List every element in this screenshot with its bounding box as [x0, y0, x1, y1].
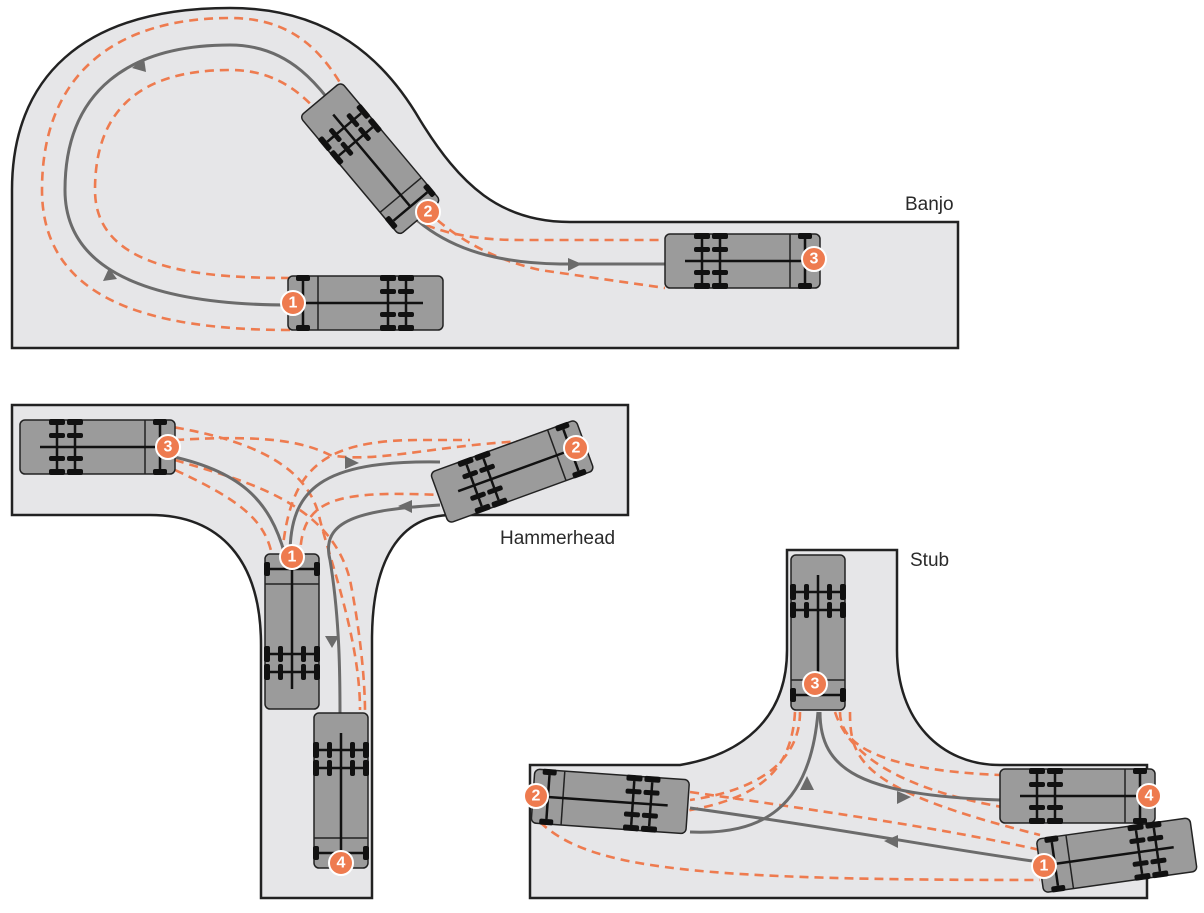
stub-truck-2 — [529, 766, 691, 836]
stub-diagram: Stub 1 2 3 4 — [523, 548, 1199, 900]
svg-text:3: 3 — [164, 439, 173, 456]
hammerhead-paths — [159, 423, 566, 716]
banjo-truck-1 — [286, 273, 445, 333]
hammerhead-marker-3: 3 — [155, 434, 181, 460]
hammerhead-marker-4: 4 — [328, 850, 354, 876]
hammerhead-truck-3 — [18, 417, 177, 477]
banjo-marker-3: 3 — [801, 246, 827, 272]
hammerhead-truck-4 — [311, 711, 371, 870]
hammerhead-marker-2: 2 — [563, 435, 589, 461]
banjo-marker-2: 2 — [415, 199, 441, 225]
svg-text:3: 3 — [811, 676, 820, 693]
banjo-diagram: Banjo 1 2 3 — [10, 6, 960, 350]
stub-marker-1: 1 — [1031, 853, 1057, 879]
stub-marker-4: 4 — [1136, 783, 1162, 809]
hammerhead-diagram: Hammerhead 1 2 3 4 — [10, 403, 630, 900]
svg-text:3: 3 — [810, 251, 819, 268]
banjo-truck-3 — [663, 231, 822, 291]
svg-text:2: 2 — [424, 204, 433, 221]
svg-text:1: 1 — [288, 549, 297, 566]
stub-label: Stub — [910, 550, 949, 571]
banjo-marker-1: 1 — [280, 290, 306, 316]
hammerhead-truck-1 — [262, 552, 322, 711]
svg-text:1: 1 — [1040, 858, 1049, 875]
stub-truck-4 — [998, 766, 1157, 826]
svg-text:4: 4 — [1145, 788, 1154, 805]
stub-marker-2: 2 — [523, 783, 549, 809]
stub-marker-3: 3 — [802, 671, 828, 697]
banjo-road — [10, 6, 960, 350]
svg-text:4: 4 — [337, 855, 346, 872]
hammerhead-marker-1: 1 — [279, 544, 305, 570]
banjo-label: Banjo — [905, 194, 954, 215]
svg-text:2: 2 — [572, 440, 581, 457]
svg-text:1: 1 — [289, 295, 298, 312]
hammerhead-label: Hammerhead — [500, 528, 615, 549]
svg-text:2: 2 — [532, 788, 541, 805]
